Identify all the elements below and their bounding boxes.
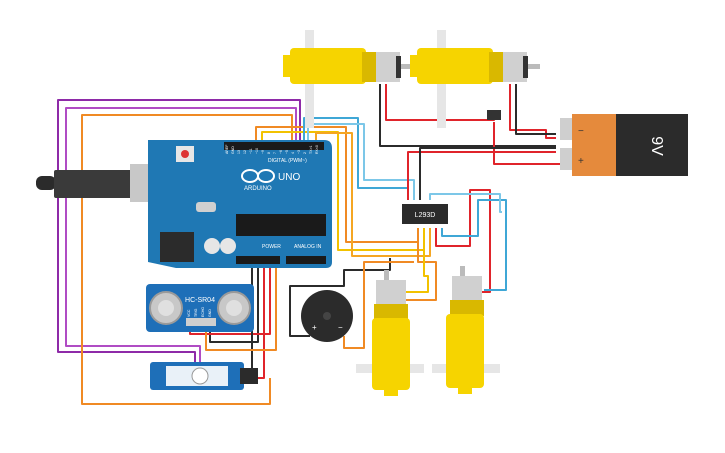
wire-red-topmotor-2[interactable]: [509, 84, 556, 139]
sensor-pin-label: VCC: [187, 309, 191, 317]
wire-orange-buzzer[interactable]: [343, 261, 414, 349]
motor-bottom-left[interactable]: [356, 270, 424, 396]
power-header: [236, 256, 280, 264]
wire-black-buzzer[interactable]: [289, 258, 391, 337]
arduino-model: UNO: [278, 172, 300, 183]
battery-minus: −: [578, 126, 584, 137]
wire-orange-servo[interactable]: [81, 114, 293, 405]
piezo-buzzer[interactable]: + −: [301, 290, 353, 342]
wire-orange-motor-l[interactable]: [406, 228, 437, 301]
driver-label: L293D: [415, 212, 436, 219]
pin-label: ~6: [279, 150, 283, 154]
wire-purple-2[interactable]: [65, 107, 297, 362]
power-jack: [160, 232, 194, 262]
motor-bottom-right[interactable]: [432, 266, 500, 394]
wire-black-topmotor-1[interactable]: [379, 84, 556, 147]
wire-yellow-motor-l[interactable]: [406, 228, 429, 293]
wire-orange-top-2[interactable]: [315, 132, 431, 257]
sensor-pin-label: GND: [208, 309, 212, 317]
battery-label: 9V: [648, 136, 665, 156]
buzzer-minus: −: [338, 323, 343, 332]
motor-top-left[interactable]: [283, 30, 413, 128]
sensor-pin-label: TRIG: [194, 308, 198, 317]
sensor-pin-label: ECHO: [201, 307, 205, 317]
analog-header: [286, 256, 326, 264]
digital-label: DIGITAL (PWM~): [268, 158, 307, 164]
pin-label: ~10: [255, 148, 259, 154]
wire-orange-sensor[interactable]: [205, 262, 277, 351]
arduino-uno[interactable]: ARDUINO UNO DIGITAL (PWM~) POWER ANALOG …: [36, 140, 332, 268]
pin-label: ~5: [285, 150, 289, 154]
wire-red-motor-r[interactable]: [435, 189, 491, 293]
arduino-brand: ARDUINO: [244, 186, 272, 192]
pin-label: ~9: [261, 150, 265, 154]
pin-label: TX>1: [309, 145, 313, 154]
motor-top-right[interactable]: [410, 30, 540, 128]
atmega-chip: [236, 214, 326, 236]
sensor-label: HC-SR04: [185, 297, 215, 304]
pin-label: RX<0: [315, 145, 319, 154]
servo-horn[interactable]: [191, 367, 209, 385]
battery-plus: +: [578, 156, 584, 167]
battery-9v[interactable]: − + 9V: [560, 114, 688, 176]
power-label: POWER: [262, 244, 281, 250]
pin-label: ~3: [297, 150, 301, 154]
pin-label: 12: [243, 150, 247, 154]
slide-switch[interactable]: [487, 110, 501, 120]
analog-label: ANALOG IN: [294, 244, 322, 250]
pin-label: 8: [267, 152, 271, 154]
arduino-logo: [241, 169, 275, 183]
wire-purple-1[interactable]: [57, 99, 301, 362]
pin-label: ~11: [249, 148, 253, 154]
wire-blue-motor-r[interactable]: [441, 199, 507, 291]
pin-label: AREF: [225, 145, 229, 154]
wire-red-driver-power[interactable]: [407, 151, 556, 200]
servo-motor[interactable]: [150, 362, 258, 390]
pin-label: GND: [231, 146, 235, 154]
wire-black-driver-gnd[interactable]: [419, 147, 556, 200]
pin-label: 4: [291, 152, 295, 154]
buzzer-plus: +: [312, 323, 317, 332]
wire-black-topmotor-2[interactable]: [515, 84, 556, 135]
pin-label: 13: [237, 150, 241, 154]
ultrasonic-sensor[interactable]: HC-SR04: [146, 284, 254, 332]
wire-red-battery[interactable]: [493, 122, 566, 165]
pin-label: 7: [273, 152, 277, 154]
digital-header: [224, 142, 324, 150]
pin-label: 2: [303, 152, 307, 154]
usb-cable: [36, 176, 56, 190]
l293d-driver[interactable]: L293D: [402, 204, 448, 224]
wire-blue-motor-r2[interactable]: [429, 193, 502, 213]
